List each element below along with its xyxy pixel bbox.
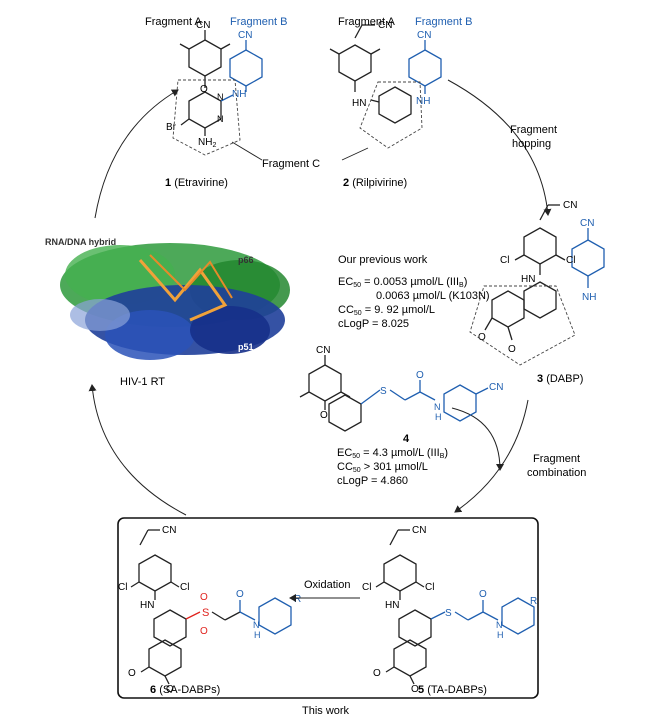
o-label-5b: O [373, 668, 381, 679]
compound-2-structure [329, 24, 442, 124]
rna-dna-hybrid-label: RNA/DNA hybrid [45, 237, 116, 247]
o-label-3b: O [508, 344, 516, 355]
h-label-4: H [435, 412, 442, 422]
o-label-6d: O [128, 668, 136, 679]
hn-label-3: HN [521, 274, 535, 285]
fragment-c-box-1 [172, 79, 241, 156]
cmpd4-clogp: cLogP = 4.860 [337, 475, 408, 487]
o-label-5c: O [411, 684, 419, 695]
fragment-c-pointer-2 [341, 147, 369, 161]
fragment-box-3 [469, 285, 576, 366]
n-label-5: N [496, 620, 503, 630]
this-work-box [117, 517, 539, 699]
hopping-label-1: Fragment [510, 124, 557, 136]
cn-label-2b: CN [417, 30, 431, 41]
fragment-c-label: Fragment C [262, 158, 320, 170]
combination-label-1: Fragment [533, 453, 580, 465]
rt-to-work-arrow [88, 384, 187, 516]
h-label-5: H [497, 630, 504, 640]
compound-3-label: 3 (DABP) [537, 373, 583, 385]
nh-label-2: NH [416, 96, 430, 107]
previous-work-title: Our previous work [338, 254, 428, 266]
hn-label-5: HN [385, 600, 399, 611]
o-label-6a: O [200, 592, 208, 603]
p51-label: p51 [238, 342, 254, 352]
compound-1-structure [179, 30, 263, 136]
cn-label-3b: CN [580, 218, 594, 229]
o-label-4: O [320, 410, 328, 421]
o-label-3a: O [478, 332, 486, 343]
this-work-label: This work [302, 705, 350, 717]
cl-label-5b: Cl [425, 582, 434, 593]
n-label-1a: N [217, 92, 224, 102]
cn-label-1b: CN [238, 30, 252, 41]
fragment-a-label-2: Fragment A [338, 16, 396, 28]
compound-4-label: 4 [403, 433, 410, 445]
o-label-1: O [200, 84, 208, 95]
r-label-5: R [530, 596, 537, 607]
compound-6-structure [130, 529, 292, 685]
cl-label-3a: Cl [500, 255, 509, 266]
o-label-6e: O [166, 684, 174, 695]
fragment-c-pointer-1 [231, 141, 263, 161]
previous-cc50: CC50 = 9. 92 µmol/L [338, 304, 435, 317]
compound-3-structure [484, 204, 605, 341]
nh-label-3: NH [582, 292, 596, 303]
n-label-6: N [253, 620, 260, 630]
cmpd4-ec50: EC50 = 4.3 µmol/L (IIIB) [337, 447, 448, 460]
compound-2-label: 2 (Rilpivirine) [343, 177, 407, 189]
hopping-label-2: hopping [512, 138, 551, 150]
p66-label: p66 [238, 255, 254, 265]
n-label-1b: N [217, 114, 224, 124]
combination-arrow [454, 399, 529, 513]
combination-label-2: combination [527, 467, 586, 479]
fragment-b-label-2: Fragment B [415, 16, 472, 28]
cn-label-3: CN [563, 200, 577, 211]
compound-4-structure [299, 355, 489, 432]
fragment-b-label-1: Fragment B [230, 16, 287, 28]
cn-label-5: CN [412, 525, 426, 536]
compound-1-label: 1 (Etravirine) [165, 177, 228, 189]
hn-label-6: HN [140, 600, 154, 611]
fragment-c-box-2 [359, 81, 423, 149]
hopping-arrow [447, 79, 552, 216]
cl-label-6a: Cl [118, 582, 127, 593]
s-label-6: S [202, 607, 209, 619]
etravirine-to-rt-arrow [94, 89, 179, 219]
r-label-6: R [294, 594, 301, 605]
previous-ec50-b: 0.0063 µmol/L (K103N) [376, 290, 490, 302]
br-label-1: Br [166, 122, 177, 133]
cmpd4-cc50: CC50 > 301 µmol/L [337, 461, 428, 474]
n-label-4: N [434, 402, 441, 412]
fragment-a-label-1: Fragment A [145, 16, 203, 28]
cn-label-4: CN [316, 345, 330, 356]
compound-5-structure [375, 529, 535, 685]
o-label-5a: O [479, 589, 487, 600]
compound-6-label: 6 (SA-DABPs) [150, 684, 220, 696]
cl-label-6b: Cl [180, 582, 189, 593]
o-label-4b: O [416, 370, 424, 381]
cn-label-2: CN [378, 20, 392, 31]
o-label-6b: O [200, 626, 208, 637]
o-label-6c: O [236, 589, 244, 600]
nh2-label-1: NH2 [198, 137, 216, 149]
cn-label-6: CN [162, 525, 176, 536]
cl-label-3b: Cl [566, 255, 575, 266]
s-label-4: S [380, 386, 387, 397]
previous-ec50-a: EC50 = 0.0053 µmol/L (IIIB) [338, 276, 467, 289]
cmpd4-to-combination-arrow [451, 407, 504, 471]
cn-label-1: CN [196, 20, 210, 31]
h-label-6: H [254, 630, 261, 640]
s-label-5: S [445, 608, 452, 619]
hiv-rt-label: HIV-1 RT [120, 376, 165, 388]
hiv-rt-protein-image [60, 243, 290, 360]
nh-label-1: NH [232, 89, 246, 100]
cn-label-4b: CN [489, 382, 503, 393]
compound-5-label: 5 (TA-DABPs) [418, 684, 487, 696]
hn-label-2: HN [352, 98, 366, 109]
cl-label-5a: Cl [362, 582, 371, 593]
oxidation-label: Oxidation [304, 579, 350, 591]
previous-clogp: cLogP = 8.025 [338, 318, 409, 330]
